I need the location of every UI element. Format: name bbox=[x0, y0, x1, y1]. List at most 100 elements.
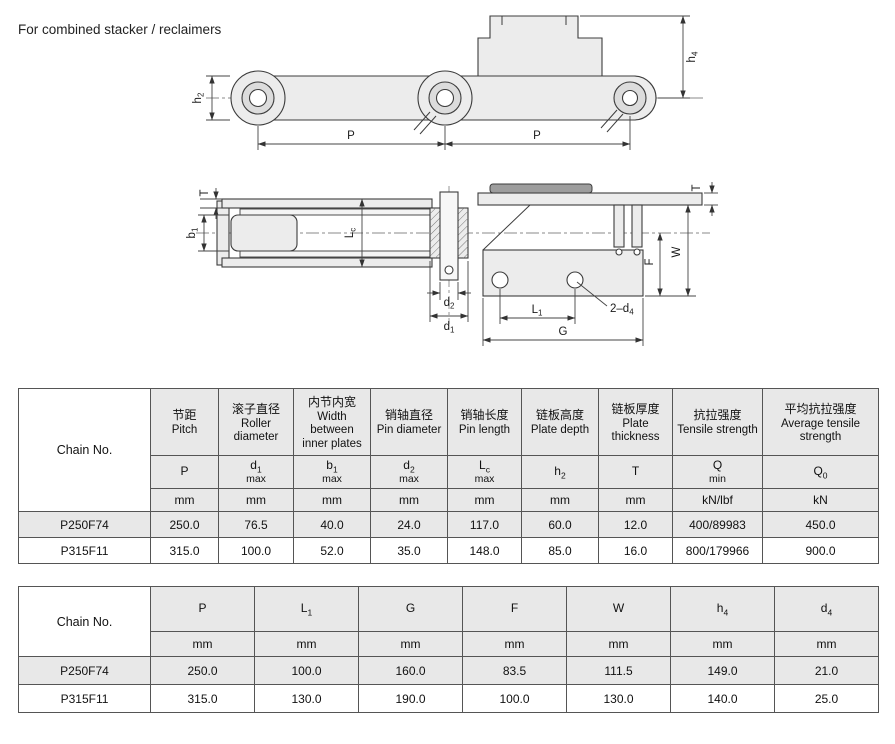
value-cell: 40.0 bbox=[293, 511, 371, 538]
dim-label-b1: b1 bbox=[186, 227, 200, 238]
dim-label-2-d4: 2–d4 bbox=[610, 303, 634, 317]
value-cell: 190.0 bbox=[358, 684, 463, 713]
value-cell: 117.0 bbox=[447, 511, 522, 538]
attachment-section bbox=[477, 183, 703, 297]
value-cell: 140.0 bbox=[670, 684, 775, 713]
symbol-cell: h2 bbox=[521, 455, 599, 489]
roller-left bbox=[230, 70, 286, 126]
dim-label-w: W bbox=[671, 246, 683, 257]
symbol-cell: h4 bbox=[670, 586, 775, 632]
bolt-hole-right bbox=[566, 271, 584, 289]
unit-cell: kN/lbf bbox=[672, 488, 763, 512]
chain-technical-drawing: h2 h4 P P bbox=[186, 15, 718, 346]
callout-2-d4: 2–d4 bbox=[576, 281, 634, 317]
page-title: For combined stacker / reclaimers bbox=[18, 22, 222, 37]
value-cell: 21.0 bbox=[774, 656, 879, 685]
chain-no-cell: P315F11 bbox=[18, 537, 151, 564]
dim-d1: d1 bbox=[429, 261, 469, 335]
unit-cell: mm bbox=[462, 631, 567, 657]
value-cell: 130.0 bbox=[254, 684, 359, 713]
symbol-cell: d4 bbox=[774, 586, 879, 632]
value-cell: 60.0 bbox=[521, 511, 599, 538]
symbol-cell: W bbox=[566, 586, 671, 632]
unit-cell: mm bbox=[150, 631, 255, 657]
attachment-block bbox=[477, 15, 603, 77]
value-cell: 149.0 bbox=[670, 656, 775, 685]
dim-g: G bbox=[482, 298, 644, 346]
value-cell: 76.5 bbox=[218, 511, 294, 538]
dim-w: W bbox=[671, 204, 691, 297]
unit-cell: mm bbox=[293, 488, 371, 512]
value-cell: 16.0 bbox=[598, 537, 673, 564]
value-cell: 83.5 bbox=[462, 656, 567, 685]
chain-no-header: Chain No. bbox=[18, 586, 151, 657]
dim-pitch-right: P bbox=[444, 116, 631, 150]
symbol-cell: P bbox=[150, 586, 255, 632]
pin-right bbox=[600, 81, 647, 133]
value-cell: 111.5 bbox=[566, 656, 671, 685]
chain-no-cell: P250F74 bbox=[18, 656, 151, 685]
unit-cell: mm bbox=[150, 488, 219, 512]
dim-label-t-right: T bbox=[691, 184, 703, 191]
symbol-cell: L1 bbox=[254, 586, 359, 632]
unit-cell: mm bbox=[521, 488, 599, 512]
roller-link-section bbox=[216, 198, 433, 268]
dim-label-h2: h2 bbox=[192, 92, 206, 103]
table-row: P315F11 315.0 100.0 52.0 35.0 148.0 85.0… bbox=[18, 537, 879, 564]
value-cell: 130.0 bbox=[566, 684, 671, 713]
plan-section-view: T b1 Lc d2 d1 bbox=[186, 182, 718, 346]
value-cell: 100.0 bbox=[218, 537, 294, 564]
cotter-hole bbox=[444, 265, 454, 275]
dim-l1: L1 bbox=[499, 289, 576, 324]
unit-cell: mm bbox=[774, 631, 879, 657]
symbol-cell: Q0 bbox=[762, 455, 879, 489]
dim-label-p-right: P bbox=[533, 130, 541, 142]
value-cell: 100.0 bbox=[254, 656, 359, 685]
unit-cell: mm bbox=[447, 488, 522, 512]
dim-h2: h2 bbox=[192, 75, 230, 121]
value-cell: 52.0 bbox=[293, 537, 371, 564]
value-cell: 250.0 bbox=[150, 511, 219, 538]
value-cell: 148.0 bbox=[447, 537, 522, 564]
symbol-cell: P bbox=[150, 455, 219, 489]
value-cell: 25.0 bbox=[774, 684, 879, 713]
chain-no-header: Chain No. bbox=[18, 388, 151, 512]
dim-label-l1: L1 bbox=[532, 304, 543, 318]
pin-cross-section bbox=[429, 191, 469, 281]
symbol-cell: T bbox=[598, 455, 673, 489]
value-cell: 450.0 bbox=[762, 511, 879, 538]
value-cell: 85.0 bbox=[521, 537, 599, 564]
value-cell: 35.0 bbox=[370, 537, 448, 564]
attachment-dimensions-table: Chain No. P L1 G F W h4 d4 mm mm mm mm m… bbox=[18, 586, 879, 713]
unit-cell: mm bbox=[218, 488, 294, 512]
dim-d2: d2 bbox=[427, 282, 471, 311]
table-row: P250F74 250.0 100.0 160.0 83.5 111.5 149… bbox=[18, 656, 879, 685]
unit-cell: mm bbox=[566, 631, 671, 657]
chain-no-cell: P315F11 bbox=[18, 684, 151, 713]
attachment-top-boss bbox=[489, 183, 593, 194]
table-row: P315F11 315.0 130.0 190.0 100.0 130.0 14… bbox=[18, 684, 879, 713]
value-cell: 900.0 bbox=[762, 537, 879, 564]
bolt-hole-left bbox=[491, 271, 509, 289]
dim-pitch-left: P bbox=[257, 126, 446, 150]
value-cell: 250.0 bbox=[150, 656, 255, 685]
dim-label-d2: d2 bbox=[444, 297, 455, 311]
value-cell: 315.0 bbox=[150, 684, 255, 713]
value-cell: 100.0 bbox=[462, 684, 567, 713]
table-row: P250F74 250.0 76.5 40.0 24.0 117.0 60.0 … bbox=[18, 511, 879, 538]
dim-lc: Lc bbox=[344, 198, 365, 268]
value-cell: 12.0 bbox=[598, 511, 673, 538]
dim-label-f: F bbox=[644, 258, 656, 265]
dim-h4: h4 bbox=[580, 15, 700, 99]
